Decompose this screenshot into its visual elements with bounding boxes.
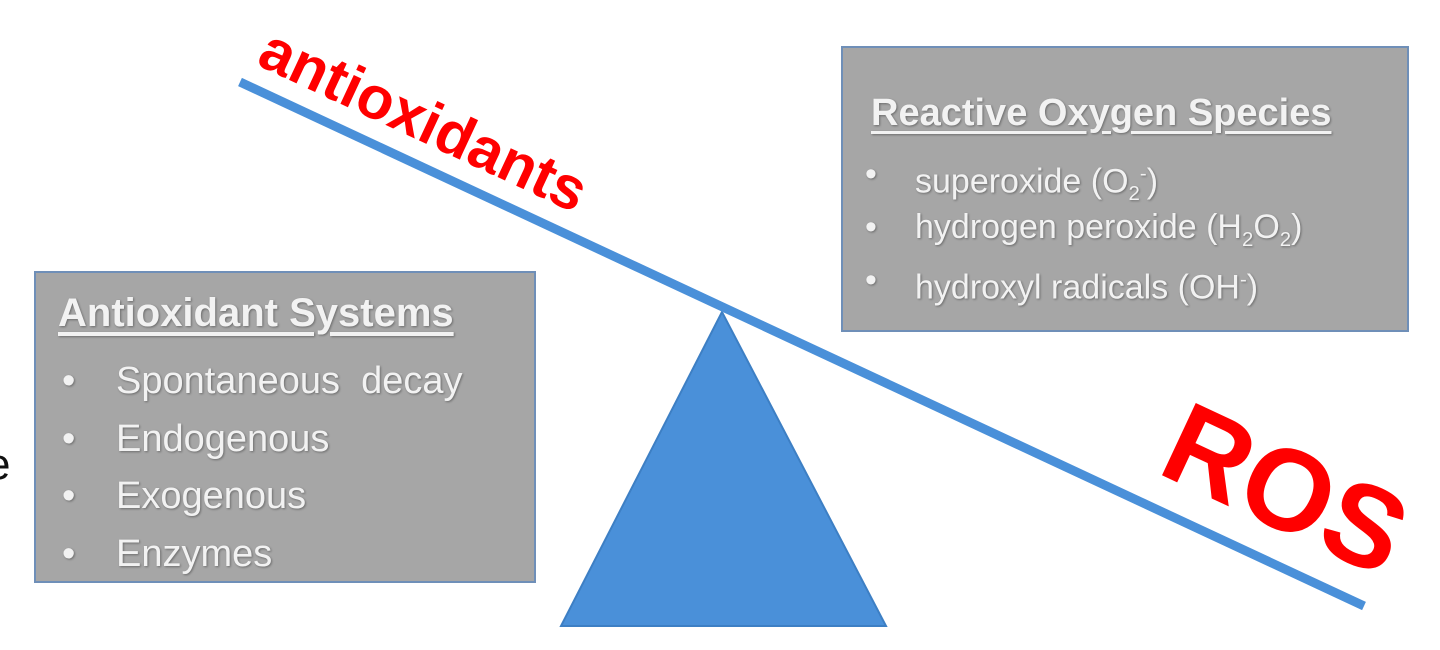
reactive-oxygen-species-title: Reactive Oxygen Species — [871, 92, 1332, 134]
antioxidant-systems-box: Antioxidant Systems Spontaneous decay En… — [34, 271, 536, 583]
seesaw-beam — [238, 77, 1366, 611]
reactive-oxygen-species-list: superoxide (O2-) hydrogen peroxide (H2O2… — [865, 148, 1303, 307]
list-item: hydroxyl radicals (OH-) — [865, 254, 1302, 307]
list-item: Spontaneous decay — [62, 353, 462, 411]
antioxidants-label: antioxidants — [250, 15, 599, 225]
list-item: hydrogen peroxide (H2O2) — [865, 201, 1303, 254]
subscript: 2 — [1128, 183, 1140, 206]
antioxidant-systems-list: Spontaneous decay Endogenous Exogenous E… — [62, 353, 463, 584]
fulcrum-triangle — [559, 309, 888, 627]
reactive-oxygen-species-box: Reactive Oxygen Species superoxide (O2-)… — [841, 46, 1409, 332]
oxygen-symbol: O — [1253, 208, 1280, 246]
list-item: Endogenous — [62, 411, 463, 469]
superoxide-name: superoxide (O — [915, 162, 1129, 201]
hydrogen-peroxide-name: hydrogen peroxide (H — [915, 208, 1242, 246]
antioxidant-systems-title: Antioxidant Systems — [58, 291, 454, 335]
subscript: 2 — [1279, 228, 1292, 251]
superscript: - — [1239, 269, 1247, 291]
cut-off-text: e — [0, 440, 10, 490]
paren: ) — [1146, 162, 1159, 201]
paren: ) — [1291, 208, 1303, 246]
hydroxyl-radicals-name: hydroxyl radicals (OH — [915, 268, 1240, 307]
list-item: Exogenous — [62, 468, 463, 526]
list-item: Enzymes — [62, 526, 463, 584]
subscript: 2 — [1241, 228, 1254, 251]
superscript: - — [1139, 163, 1147, 185]
paren: ) — [1246, 268, 1259, 307]
list-item: superoxide (O2-) — [865, 148, 1302, 205]
